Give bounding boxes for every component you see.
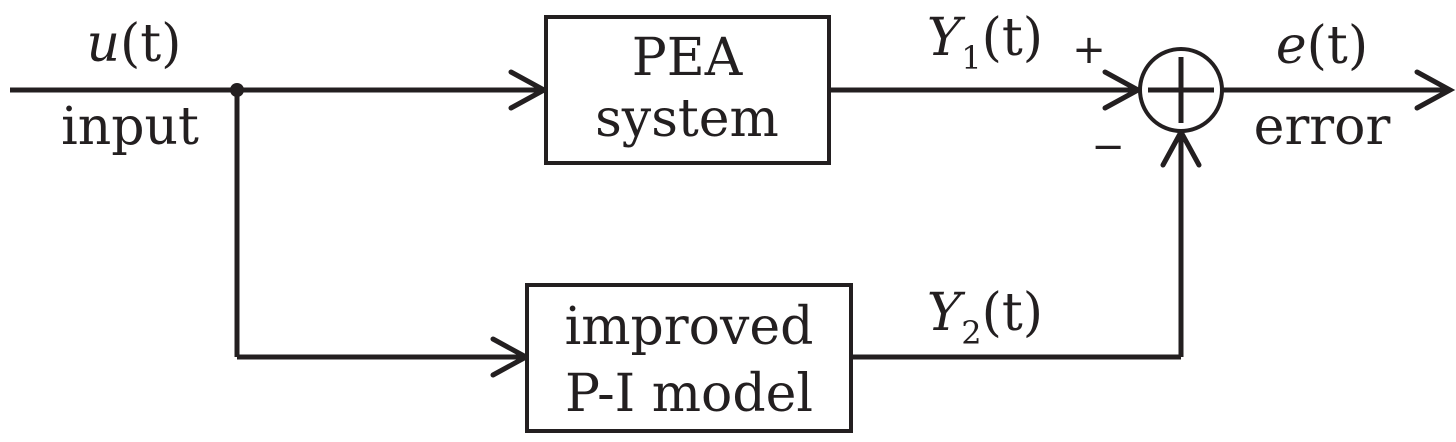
pea-system-box — [544, 15, 831, 165]
error-signal-label: e(t) error — [1254, 16, 1391, 157]
y1-symbol: Y1(t) — [927, 8, 1043, 77]
signal-wires — [10, 87, 1450, 360]
branch-point-dot — [230, 83, 244, 97]
input-text: input — [61, 97, 199, 157]
input-signal-label: u(t) input — [61, 14, 199, 157]
y1-arg: (t) — [982, 8, 1043, 68]
y1-subscript: 1 — [961, 39, 981, 77]
summing-junction: + − — [1072, 27, 1224, 170]
input-arg: (t) — [120, 14, 181, 74]
model-label-line2: P-I model — [565, 364, 813, 424]
error-symbol: e(t) — [1276, 16, 1368, 76]
y2-var: Y — [927, 283, 966, 343]
error-output-arrowhead — [1414, 69, 1456, 111]
minus-sign: − — [1091, 124, 1125, 170]
plus-sign: + — [1072, 27, 1106, 73]
input-var: u — [87, 14, 121, 74]
y1-var: Y — [927, 8, 966, 68]
error-arg: (t) — [1307, 16, 1368, 76]
model-label-line1: improved — [565, 297, 814, 357]
improved-pi-model-block: improved P-I model — [525, 283, 853, 433]
y2-symbol: Y2(t) — [927, 283, 1043, 352]
pea-system-label-line2: system — [595, 89, 779, 149]
improved-pi-model-box — [525, 283, 853, 433]
pea-system-block: PEA system — [544, 15, 831, 165]
error-text: error — [1254, 97, 1391, 157]
y2-arg: (t) — [982, 283, 1043, 343]
input-symbol: u(t) — [87, 14, 182, 74]
pea-system-label-line1: PEA — [632, 28, 744, 88]
y2-subscript: 2 — [961, 314, 981, 352]
error-var: e — [1276, 16, 1307, 76]
